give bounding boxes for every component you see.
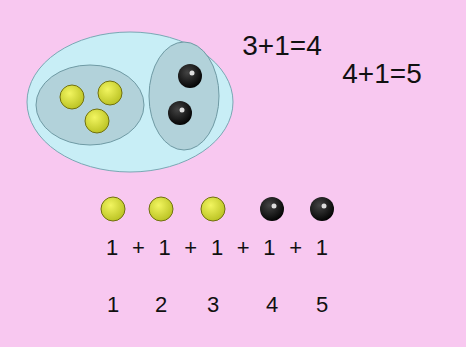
- count-number: 5: [316, 294, 328, 316]
- count-number: 1: [107, 294, 119, 316]
- count-number: 2: [155, 294, 167, 316]
- equation: 4+1=5: [342, 60, 421, 88]
- count-number: 4: [266, 294, 278, 316]
- yellow-balls: [60, 81, 122, 133]
- set-ellipse: [27, 32, 233, 172]
- count-number: 3: [207, 294, 219, 316]
- subset-ellipse: [149, 42, 219, 150]
- ball-row: [101, 197, 334, 221]
- addition-row: 1 + 1 + 1 + 1 + 1: [106, 237, 328, 259]
- subset-ellipse: [36, 65, 144, 145]
- black-balls: [168, 64, 202, 125]
- equation: 3+1=4: [242, 32, 321, 60]
